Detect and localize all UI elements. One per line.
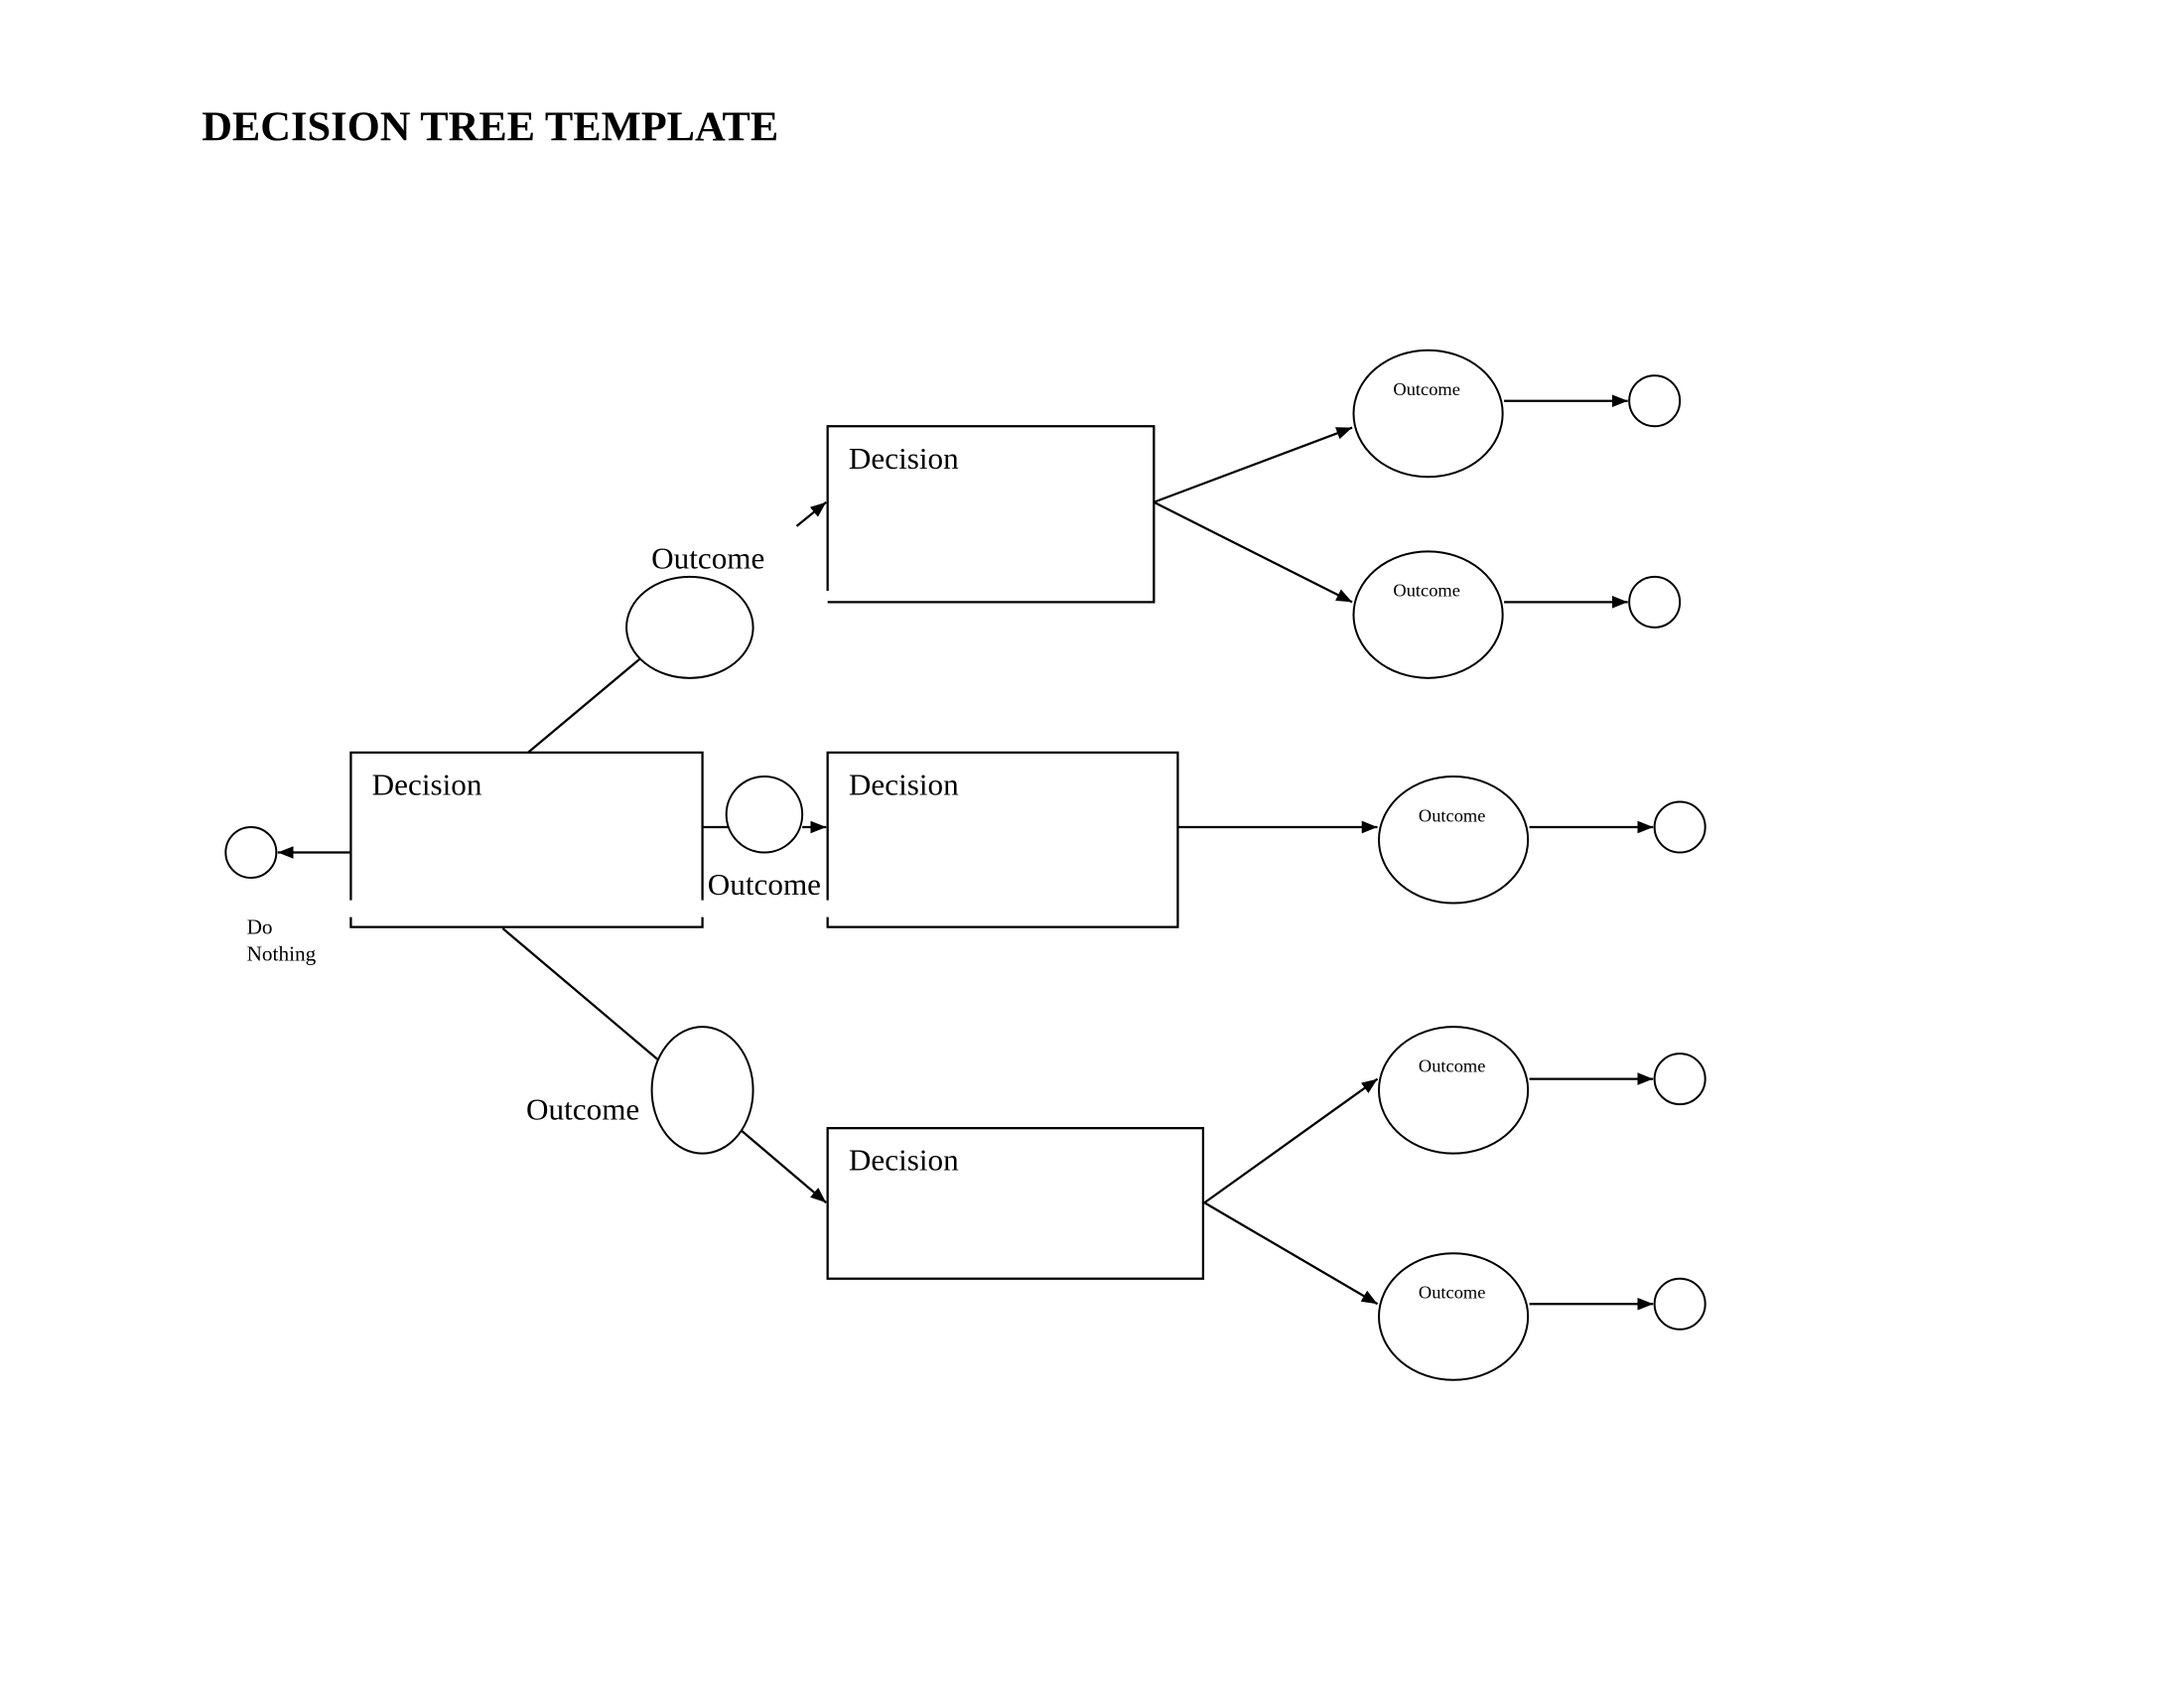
connector-line	[527, 657, 641, 754]
connector-line	[501, 927, 658, 1060]
outcome-label: Outcome	[1419, 1056, 1485, 1076]
page-title: DECISION TREE TEMPLATE	[202, 104, 778, 151]
outcome-label-middle: Outcome	[708, 867, 821, 902]
decision-label: Decision	[849, 767, 959, 801]
outcome-label: Outcome	[1419, 805, 1485, 825]
connector-arrow	[741, 1130, 827, 1204]
outcome-node	[1378, 1252, 1530, 1381]
outcome-label-bottom: Outcome	[526, 1092, 639, 1127]
root-decision-label: Decision	[372, 767, 482, 801]
do-nothing-end-node	[224, 826, 278, 879]
final-outcome-3: Outcome	[1177, 775, 1706, 905]
decision-box-top: Decision	[826, 425, 1156, 604]
final-outcome-4: Outcome	[1203, 1026, 1706, 1204]
decision-label: Decision	[849, 1143, 959, 1178]
outcome-label: Outcome	[1393, 581, 1459, 601]
outcome-label: Outcome	[1393, 379, 1459, 399]
do-nothing-label-line2: Nothing	[247, 942, 317, 966]
outcome-node-bottom	[650, 1026, 754, 1155]
outcome-node-middle	[725, 775, 804, 854]
final-outcome-5: Outcome	[1203, 1201, 1706, 1381]
final-outcome-2: Outcome	[1153, 500, 1682, 679]
decision-box-middle: Decision	[826, 751, 1179, 928]
outcome-node-top	[625, 575, 754, 679]
outcome-node	[1352, 349, 1504, 479]
end-node	[1628, 575, 1682, 629]
end-node	[1653, 1053, 1706, 1106]
root-decision-box: Decision	[349, 751, 704, 928]
outcome-node	[1352, 550, 1504, 679]
connector-arrow	[795, 500, 827, 527]
end-node	[1628, 374, 1682, 428]
outcome-node	[1378, 775, 1530, 905]
decision-label: Decision	[849, 441, 959, 476]
end-node	[1653, 800, 1706, 854]
end-node	[1653, 1277, 1706, 1331]
outcome-label-top: Outcome	[651, 540, 764, 575]
decision-box-bottom: Decision	[826, 1127, 1205, 1280]
outcome-node	[1378, 1026, 1530, 1155]
outcome-label: Outcome	[1419, 1283, 1485, 1303]
final-outcome-1: Outcome	[1153, 349, 1682, 503]
do-nothing-label-line1: Do	[247, 915, 273, 939]
